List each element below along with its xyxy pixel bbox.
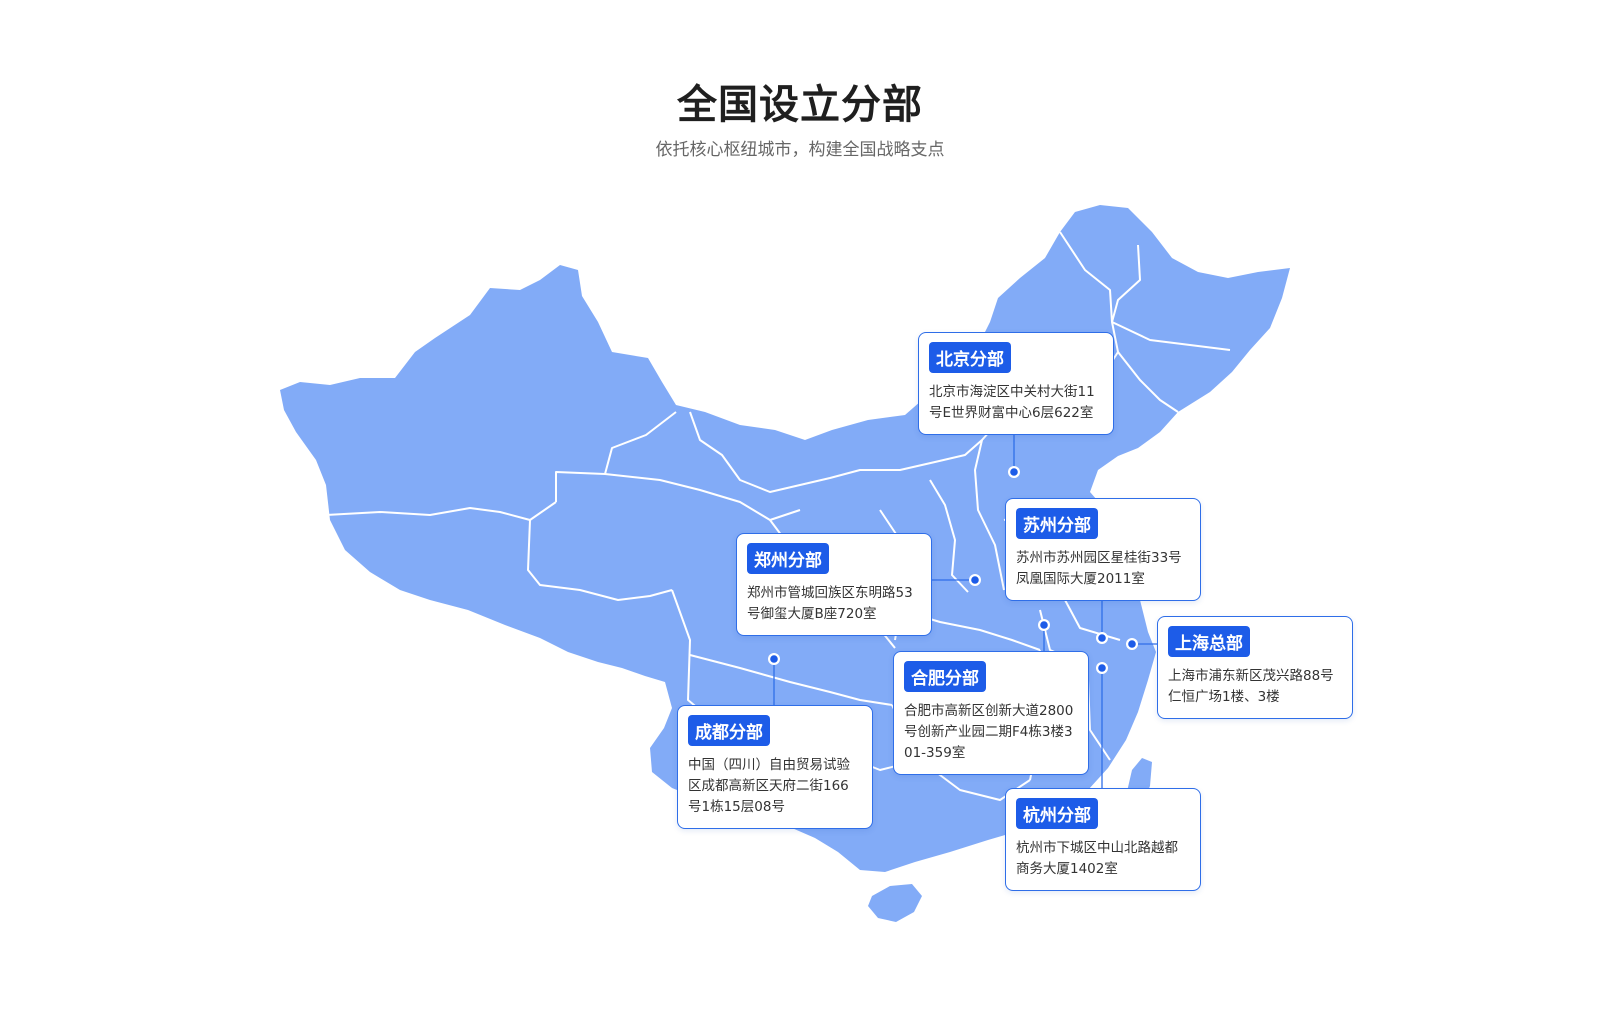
border-yunnan-guizhou [689,654,893,706]
connector-lines [773,428,1157,788]
office-card-suzhou: 苏州分部 苏州市苏州园区星桂街33号凤凰国际大厦2011室 [1005,498,1201,601]
office-card-beijing: 北京分部 北京市海淀区中关村大街11号E世界财富中心6层622室 [918,332,1114,435]
border-inner-mongolia [689,244,1141,493]
office-card-zhengzhou: 郑州分部 郑州市管城回族区东明路53号御玺大厦B座720室 [736,533,932,636]
hainan-shape [868,884,922,922]
border-xinjiang-gansu [555,411,677,502]
office-card-chengdu: 成都分部 中国（四川）自由贸易试验区成都高新区天府二街166号1栋15层08号 [677,705,873,829]
office-card-hefei: 合肥分部 合肥市高新区创新大道2800号创新产业园二期F4栋3楼301-359室 [893,651,1089,775]
office-address-hefei: 合肥市高新区创新大道2800号创新产业园二期F4栋3楼301-359室 [904,703,1074,761]
office-name-hefei: 合肥分部 [904,661,986,692]
marker-beijing [1010,468,1018,476]
border-shanxi [929,479,969,593]
office-address-hangzhou: 杭州市下城区中山北路越都商务大厦1402室 [1016,840,1178,877]
office-name-chengdu: 成都分部 [688,715,770,746]
marker-zhengzhou [971,576,979,584]
marker-hangzhou [1098,664,1106,672]
office-name-suzhou: 苏州分部 [1016,508,1098,539]
office-address-beijing: 北京市海淀区中关村大街11号E世界财富中心6层622室 [929,384,1095,421]
border-northeast-2 [1117,351,1179,413]
border-northeast-3 [1059,231,1113,323]
border-northeast-1 [1111,321,1231,351]
office-name-beijing: 北京分部 [929,342,1011,373]
office-name-zhengzhou: 郑州分部 [747,543,829,574]
office-address-chengdu: 中国（四川）自由贸易试验区成都高新区天府二街166号1栋15层08号 [688,757,850,815]
city-markers [768,466,1138,674]
office-address-zhengzhou: 郑州市管城回族区东明路53号御玺大厦B座720室 [747,585,913,622]
office-address-shanghai: 上海市浦东新区茂兴路88号仁恒广场1楼、3楼 [1168,668,1334,705]
office-card-shanghai: 上海总部 上海市浦东新区茂兴路88号仁恒广场1楼、3楼 [1157,616,1353,719]
office-address-suzhou: 苏州市苏州园区星桂街33号凤凰国际大厦2011室 [1016,550,1182,587]
page-title: 全国设立分部 [677,82,923,128]
marker-suzhou [1098,634,1106,642]
office-name-shanghai: 上海总部 [1168,626,1250,657]
office-name-hangzhou: 杭州分部 [1016,798,1098,829]
border-qinghai-gansu [604,473,801,521]
office-card-hangzhou: 杭州分部 杭州市下城区中山北路越都商务大厦1402室 [1005,788,1201,891]
marker-chengdu [770,655,778,663]
border-hebei [974,439,1005,591]
page-subtitle: 依托核心枢纽城市，构建全国战略支点 [655,140,945,160]
border-tibet-qinghai [527,519,673,601]
marker-hefei [1040,621,1048,629]
marker-shanghai [1128,640,1136,648]
